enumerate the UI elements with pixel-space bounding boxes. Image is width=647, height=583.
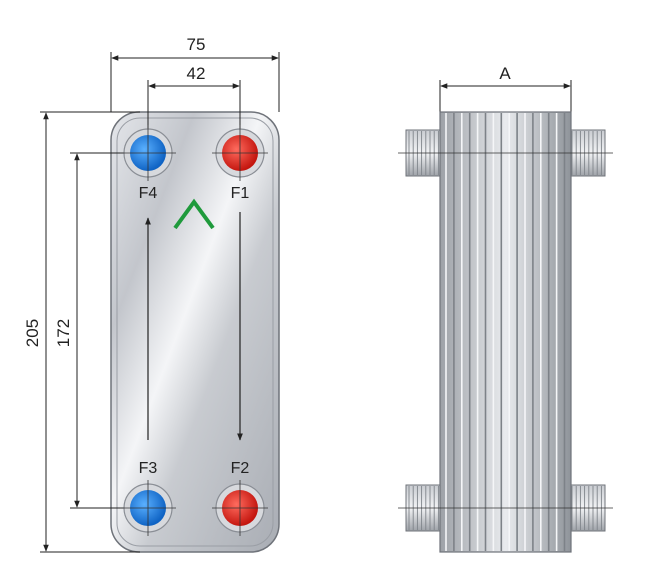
port-label-f3: F3 xyxy=(139,460,158,477)
port-label-f2: F2 xyxy=(231,460,250,477)
port-f2: F2 xyxy=(212,460,268,536)
dim-label-205: 205 xyxy=(23,319,42,347)
port-f4: F4 xyxy=(120,125,176,202)
port-f1: F1 xyxy=(212,125,268,202)
side-body xyxy=(439,111,572,553)
dim-label-75: 75 xyxy=(187,35,206,54)
plate-stack xyxy=(445,113,566,551)
port-f3: F3 xyxy=(120,460,176,536)
side-view: A xyxy=(398,64,613,553)
front-view: 75 42 205 172 F4 F1 xyxy=(23,35,280,553)
orientation-chevron xyxy=(173,198,215,230)
front-plate xyxy=(110,111,280,553)
port-label-f1: F1 xyxy=(231,185,250,202)
port-label-f4: F4 xyxy=(139,185,158,202)
dim-label-172: 172 xyxy=(54,319,73,347)
front-plate-inner-edge xyxy=(116,117,274,547)
dim-label-a: A xyxy=(499,64,511,83)
dim-label-42: 42 xyxy=(187,64,206,83)
